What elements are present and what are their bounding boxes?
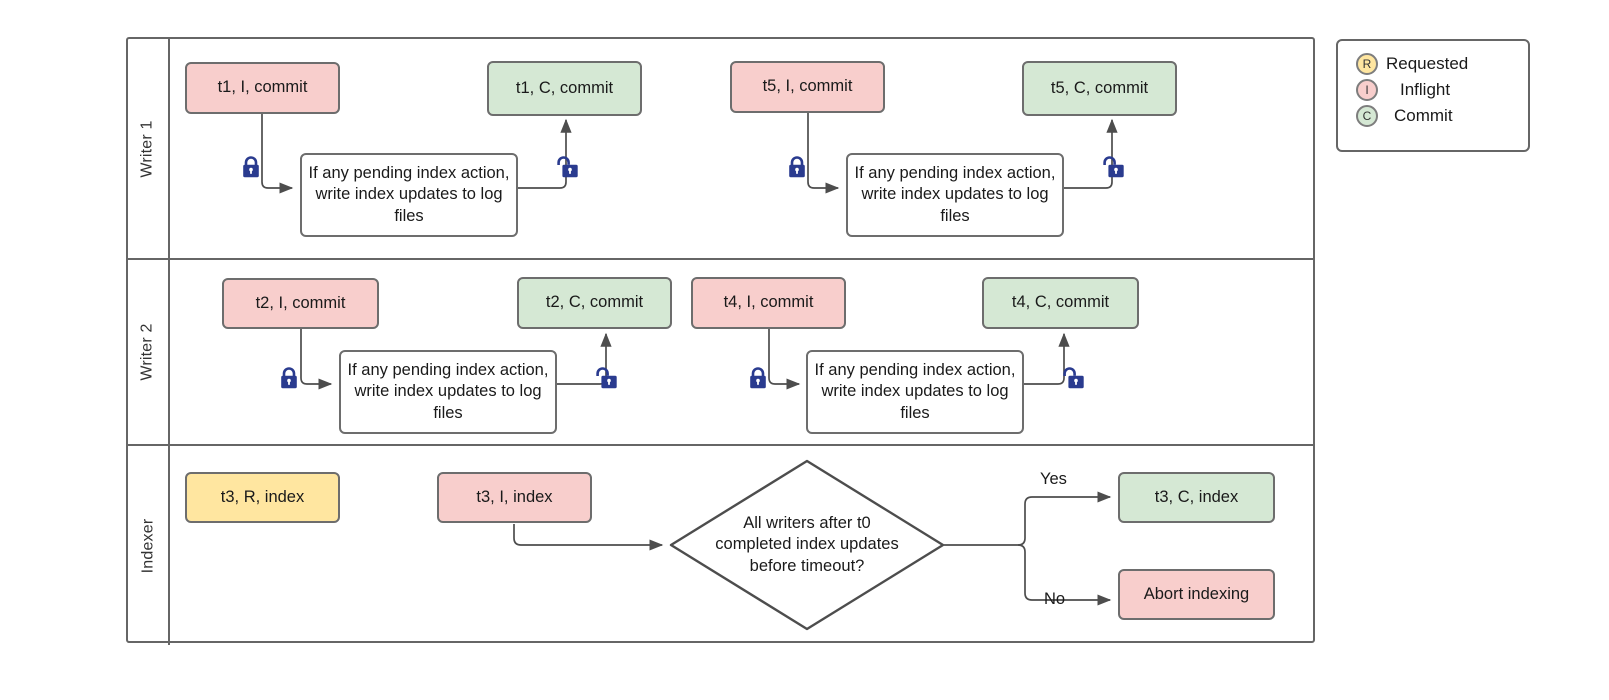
node-abort-indexing[interactable]: Abort indexing bbox=[1118, 569, 1275, 620]
node-label: t5, I, commit bbox=[762, 77, 853, 96]
lane-header-writer-2: Writer 2 bbox=[128, 260, 170, 444]
node-label: t4, C, commit bbox=[1011, 293, 1110, 312]
node-t1-commit[interactable]: t1, C, commit bbox=[487, 61, 642, 116]
requested-badge-icon: R bbox=[1356, 53, 1378, 75]
node-label: t1, C, commit bbox=[515, 78, 614, 97]
legend-label-commit: Commit bbox=[1394, 106, 1453, 125]
legend-label-requested: Requested bbox=[1386, 54, 1469, 73]
node-label: t2, I, commit bbox=[255, 293, 346, 312]
edge-label-no: No bbox=[1044, 590, 1066, 608]
node-t1-inflight[interactable]: t1, I, commit bbox=[185, 62, 340, 114]
node-label: If any pending index action, write index… bbox=[814, 361, 1016, 422]
node-label: If any pending index action, write index… bbox=[347, 361, 549, 422]
node-label: t4, I, commit bbox=[723, 293, 814, 312]
lane-label-writer-2: Writer 2 bbox=[139, 323, 156, 381]
node-t4-commit[interactable]: t4, C, commit bbox=[982, 277, 1139, 329]
lane-header-indexer: Indexer bbox=[128, 446, 170, 645]
edge-label-yes: Yes bbox=[1040, 470, 1067, 488]
node-label: If any pending index action, write index… bbox=[854, 164, 1056, 225]
lane-label-indexer: Indexer bbox=[139, 518, 156, 573]
node-writer1-process-a[interactable]: If any pending index action, write index… bbox=[300, 153, 518, 237]
lane-label-writer-1: Writer 1 bbox=[139, 119, 156, 178]
node-t2-inflight[interactable]: t2, I, commit bbox=[222, 278, 379, 329]
node-label: t3, C, index bbox=[1154, 487, 1239, 506]
unlock-icon bbox=[1062, 366, 1084, 390]
lane-divider-1 bbox=[128, 258, 1313, 260]
node-t4-inflight[interactable]: t4, I, commit bbox=[691, 277, 846, 329]
node-label: t1, I, commit bbox=[217, 78, 308, 97]
inflight-badge-icon: I bbox=[1356, 79, 1378, 101]
legend-panel: R Requested I Inflight C Commit bbox=[1336, 39, 1530, 152]
legend-label-inflight: Inflight bbox=[1400, 80, 1451, 99]
node-label: If any pending index action, write index… bbox=[308, 164, 510, 225]
node-t2-commit[interactable]: t2, C, commit bbox=[517, 277, 672, 329]
node-t3-requested[interactable]: t3, R, index bbox=[185, 472, 340, 523]
decision-diamond[interactable]: All writers after t0 completed index upd… bbox=[668, 458, 946, 632]
lock-icon bbox=[240, 155, 262, 179]
node-label: t3, R, index bbox=[220, 487, 305, 506]
legend-item-commit: C Commit bbox=[1356, 103, 1528, 129]
unlock-icon bbox=[1102, 155, 1124, 179]
node-writer2-process-b[interactable]: If any pending index action, write index… bbox=[806, 350, 1024, 434]
lane-divider-2 bbox=[128, 444, 1313, 446]
node-writer2-process-a[interactable]: If any pending index action, write index… bbox=[339, 350, 557, 434]
node-t3-commit[interactable]: t3, C, index bbox=[1118, 472, 1275, 523]
node-label: t3, I, index bbox=[476, 487, 553, 506]
legend-item-inflight: I Inflight bbox=[1356, 77, 1528, 103]
node-label: t5, C, commit bbox=[1050, 78, 1149, 97]
legend-item-requested: R Requested bbox=[1356, 51, 1528, 77]
node-label: t2, C, commit bbox=[545, 293, 644, 312]
lock-icon bbox=[747, 366, 769, 390]
commit-badge-icon: C bbox=[1356, 105, 1378, 127]
lock-icon bbox=[278, 366, 300, 390]
node-t3-inflight[interactable]: t3, I, index bbox=[437, 472, 592, 523]
node-t5-inflight[interactable]: t5, I, commit bbox=[730, 61, 885, 113]
unlock-icon bbox=[556, 155, 578, 179]
node-writer1-process-b[interactable]: If any pending index action, write index… bbox=[846, 153, 1064, 237]
node-label: Abort indexing bbox=[1143, 584, 1250, 603]
unlock-icon bbox=[595, 366, 617, 390]
node-t5-commit[interactable]: t5, C, commit bbox=[1022, 61, 1177, 116]
lock-icon bbox=[786, 155, 808, 179]
lane-header-writer-1: Writer 1 bbox=[128, 39, 170, 258]
